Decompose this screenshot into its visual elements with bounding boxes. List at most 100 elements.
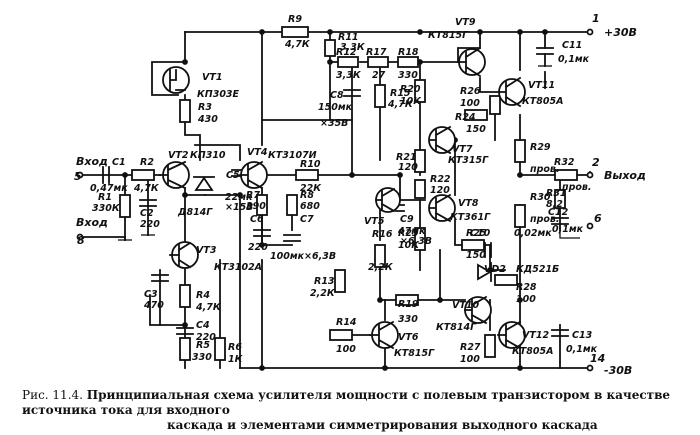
resistor-r29 <box>514 139 526 163</box>
value-vt12: КТ805А <box>512 346 553 357</box>
label-c1: C1 <box>112 157 126 168</box>
label-r30: R30 <box>530 192 551 203</box>
resistor-r20 <box>414 79 426 103</box>
capacitors <box>102 47 580 337</box>
label-c7: C7 <box>300 214 314 225</box>
value-r10: 22К <box>300 183 322 194</box>
label-c10: C10 <box>470 228 491 239</box>
label-r17: R17 <box>366 47 387 58</box>
value-vt1: КП303Е <box>197 89 240 100</box>
resistor-r25 <box>461 239 485 251</box>
volt-c5: ×15В <box>225 202 253 213</box>
resistor-r9 <box>281 26 309 38</box>
label-c3: C3 <box>144 289 158 300</box>
value-vd2: КД521Б <box>516 264 559 275</box>
label-r9: R9 <box>288 14 302 25</box>
resistor-r13 <box>334 269 346 293</box>
label-r18: R18 <box>398 47 419 58</box>
value-r28: 100 <box>516 294 536 305</box>
resistor-r6 <box>214 337 226 361</box>
caption-line-1-text: Принципиальная схема усилителя мощности … <box>22 388 671 417</box>
label-r19: R19 <box>398 299 419 310</box>
label-r8: R8 <box>300 190 314 201</box>
value-r4: 4,7К <box>195 302 222 313</box>
resistor-r26 <box>489 95 501 115</box>
label-vt4: VT4 <box>247 147 268 158</box>
resistor-r7 <box>256 194 268 216</box>
value-r24: 150 <box>466 124 486 135</box>
caption-figure-number: Рис. 11.4. <box>22 388 83 402</box>
label-c12: C12 <box>548 207 569 218</box>
terminal-8-number: 8 <box>77 234 85 247</box>
value-r18: 330 <box>398 70 418 81</box>
value-r3: 430 <box>197 114 218 125</box>
label-r6: R6 <box>228 342 242 353</box>
value-r19: 330 <box>398 314 418 325</box>
value-r22: 120 <box>430 185 450 196</box>
terminal-2-number: 2 <box>592 156 600 169</box>
label-c9: C9 <box>400 214 414 225</box>
label-r22: R22 <box>430 174 451 185</box>
value-vt9: КТ815Г <box>428 30 469 41</box>
value-r29: пров. <box>530 164 560 175</box>
label-r15: R15 <box>390 88 411 99</box>
value-r30: пров. <box>530 214 560 225</box>
resistor-r23 <box>414 227 426 251</box>
value-r32: пров. <box>562 182 592 193</box>
resistor-r30 <box>514 204 526 228</box>
value-r2: 4,7К <box>133 183 160 194</box>
resistors <box>119 26 578 361</box>
label-vt6: VT6 <box>398 332 419 343</box>
label-vt2: VT2 <box>168 150 189 161</box>
resistor-r5 <box>179 337 191 361</box>
resistor-r22 <box>414 179 426 199</box>
resistor-r2 <box>131 169 155 181</box>
label-r29: R29 <box>530 142 551 153</box>
label-c4: C4 <box>196 320 210 331</box>
label-r28: R28 <box>516 282 537 293</box>
value-c13: 0,1мк <box>566 344 598 355</box>
resistor-r10 <box>295 169 319 181</box>
value-c7: 100мк×6,3В <box>270 251 336 262</box>
resistor-r1 <box>119 194 131 218</box>
value-r6: 1К <box>228 354 244 365</box>
value-c11: 0,1мк <box>558 54 590 65</box>
value-r13: 2,2К <box>310 288 336 299</box>
resistor-r32 <box>554 169 578 181</box>
label-r26: R26 <box>460 86 481 97</box>
resistor-r28 <box>494 274 518 286</box>
label-c2: C2 <box>140 208 154 219</box>
label-vt11: VT11 <box>528 80 555 91</box>
value-c10: 0,02мк <box>514 228 552 239</box>
resistor-r14 <box>329 329 353 341</box>
terminal-1-number: 1 <box>592 12 600 25</box>
value-c4: 220 <box>196 332 216 343</box>
terminal-1-label: +30В <box>604 26 637 39</box>
label-vd2: VD2 <box>484 264 506 275</box>
value-r11: 3,3К <box>340 42 366 53</box>
resistor-r12 <box>337 56 359 68</box>
value-r20: 10К <box>400 96 422 107</box>
label-vt9: VT9 <box>455 17 476 28</box>
label-vt12: VT12 <box>522 330 549 341</box>
label-c11: C11 <box>562 40 582 51</box>
label-vt5: VT5 <box>364 216 385 227</box>
label-vt3: VT3 <box>196 245 217 256</box>
resistor-r11 <box>324 39 336 57</box>
label-c5: C5 <box>226 170 240 181</box>
label-r32: R32 <box>554 157 575 168</box>
value-vt6: КТ815Г <box>394 348 435 359</box>
value-r1: 330К <box>92 203 121 214</box>
label-r11: R11 <box>338 32 359 43</box>
terminal-14-label: -30В <box>604 364 632 377</box>
value-r26: 100 <box>460 98 480 109</box>
value-c12: 0,1мк <box>552 224 584 235</box>
figure-caption: Рис. 11.4. Принципиальная схема усилител… <box>22 388 682 433</box>
label-r10: R10 <box>300 159 321 170</box>
value-r15: 4,7К <box>387 99 414 110</box>
value-r7: 390 <box>246 201 266 212</box>
label-r16: R16 <box>372 229 393 240</box>
terminal-labels: 1 +30В 2 Выход Вход 5 6 Вход 8 14 -30В <box>74 12 646 377</box>
label-r13: R13 <box>314 276 335 287</box>
resistor-r3 <box>179 99 191 123</box>
